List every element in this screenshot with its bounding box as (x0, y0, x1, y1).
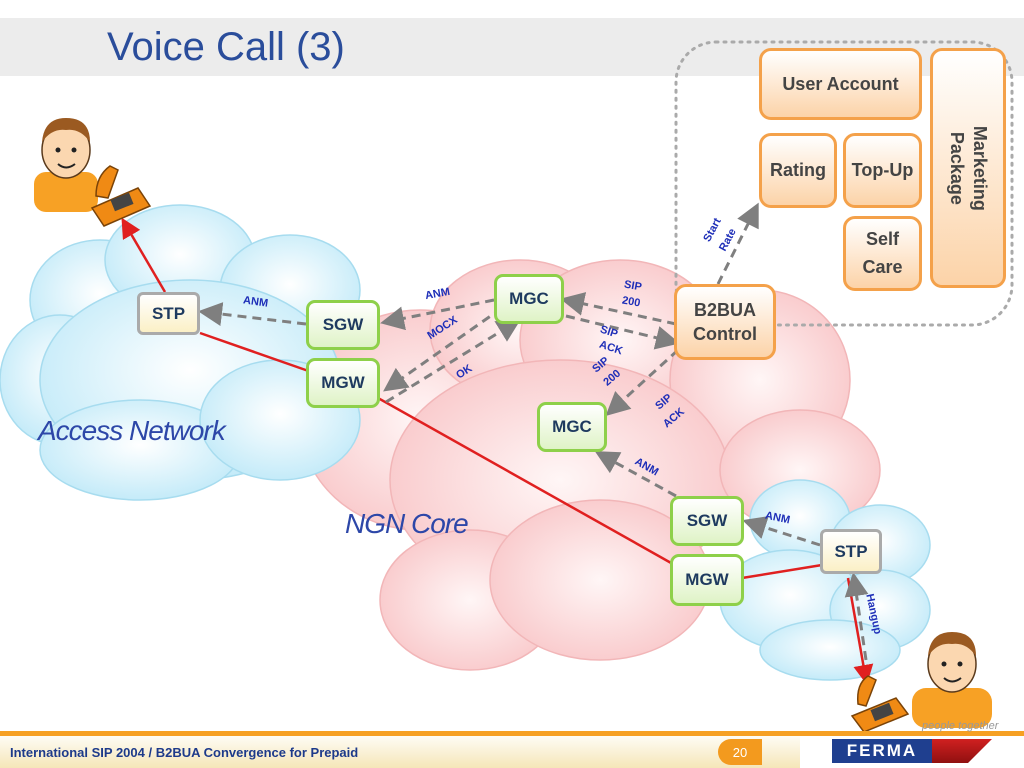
stp-right-node: STP (820, 529, 882, 574)
access-network-label: Access Network (38, 415, 226, 446)
slide-title: Voice Call (3) (107, 25, 345, 69)
caller-person-icon (34, 118, 98, 212)
signaling-lines (198, 202, 869, 661)
self-care-box: Self Care (843, 216, 922, 291)
page-number: 20 (718, 739, 762, 765)
stp-left-node: STP (137, 292, 200, 335)
back-office-region (674, 40, 1014, 327)
callee-phone-icon (850, 675, 910, 733)
callee-person-icon (912, 632, 992, 728)
mgw-left-node: MGW (306, 358, 380, 408)
diagram-canvas (0, 40, 1014, 733)
brand-logo: FERMA (832, 739, 932, 763)
topup-box: Top-Up (843, 133, 922, 208)
right-access-cloud (719, 479, 931, 681)
slogan: people together (922, 720, 999, 732)
trunk-lines (199, 331, 823, 580)
b2bua-control-node: B2BUA Control (674, 284, 776, 360)
sgw-left-node: SGW (306, 300, 380, 350)
footer-text: International SIP 2004 / B2BUA Convergen… (10, 745, 359, 760)
mgc-mid-node: MGC (537, 402, 607, 452)
caller-phone-link (121, 217, 167, 293)
brand-logo-tail (932, 739, 992, 763)
footer-accent-line (0, 731, 1024, 736)
sgw-right-node: SGW (670, 496, 744, 546)
mgc-top-node: MGC (494, 274, 564, 324)
mgw-right-node: MGW (670, 554, 744, 606)
marketing-package-box: Marketing Package (930, 48, 1006, 288)
ngn-core-label: NGN Core (345, 508, 469, 539)
marketing-package-label: Marketing Package (947, 125, 991, 211)
footer-band (0, 736, 800, 768)
user-account-box: User Account (759, 48, 922, 120)
caller-phone-icon (90, 165, 152, 227)
rating-box: Rating (759, 133, 837, 208)
access-network-cloud (0, 204, 361, 501)
